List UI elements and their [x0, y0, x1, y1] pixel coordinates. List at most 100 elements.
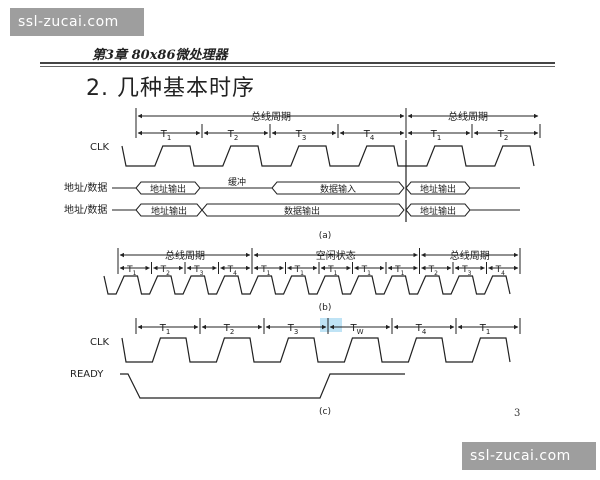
clk-waveform-c	[121, 337, 511, 363]
row1-seg-data-in-a: 数据输入	[320, 183, 356, 195]
state-label-b: T4	[495, 265, 506, 277]
clk-label-c: CLK	[90, 337, 110, 348]
state-label-b: T1	[327, 265, 338, 277]
state-label-c: T3	[287, 323, 299, 336]
state-label-b-base: T	[327, 265, 334, 275]
state-label-b-base: T	[495, 265, 502, 275]
bus-cycle-label-b1: 总线周期	[165, 249, 205, 262]
ready-waveform	[120, 373, 405, 399]
row2-seg-addr-a: 地址输出	[151, 205, 187, 217]
state-label-a: T1	[430, 129, 442, 142]
state-label-b-sub: 1	[133, 270, 137, 277]
state-label-b: T2	[160, 265, 171, 277]
state-label-b-base: T	[361, 265, 368, 275]
state-label-a: T2	[497, 129, 509, 142]
state-label-c-base: T	[415, 323, 423, 334]
ready-label: READY	[70, 369, 104, 380]
state-label-a: T4	[363, 129, 375, 142]
state-label-b: T3	[461, 265, 472, 277]
clk-label-a: CLK	[90, 142, 110, 153]
state-label-a-sub: 1	[167, 134, 171, 142]
state-label-b-sub: 2	[434, 270, 438, 277]
state-label-c-base: T	[223, 323, 231, 334]
state-label-c: TW	[349, 323, 363, 336]
header-rule-thin	[40, 66, 555, 67]
state-label-c-sub: 1	[166, 328, 170, 336]
state-label-b: T2	[428, 265, 439, 277]
state-label-b-sub: 3	[200, 270, 204, 277]
row2-label-a: 地址/数据	[64, 203, 107, 216]
state-label-c-sub: 4	[422, 328, 427, 336]
state-label-b-base: T	[227, 265, 234, 275]
state-label-a: T1	[160, 129, 172, 142]
state-label-a-sub: 3	[302, 134, 306, 142]
state-label-b: T1	[126, 265, 137, 277]
row1-seg-addr-a2: 地址输出	[420, 183, 456, 195]
state-label-a-sub: 4	[370, 134, 375, 142]
row2-seg-data-out-a: 数据输出	[284, 205, 320, 217]
state-label-c-base: T	[159, 323, 167, 334]
state-label-a: T3	[295, 129, 307, 142]
state-label-b-sub: 1	[401, 270, 405, 277]
state-label-c-sub: 2	[230, 328, 234, 336]
state-label-c-base: T	[479, 323, 487, 334]
state-label-b-sub: 2	[166, 270, 170, 277]
state-label-a-base: T	[430, 129, 438, 140]
state-label-b-base: T	[461, 265, 468, 275]
caption-a: (a)	[319, 231, 332, 241]
state-label-c: T1	[159, 323, 171, 336]
clk-waveform-b	[103, 275, 511, 295]
caption-b: (b)	[319, 303, 332, 313]
state-label-b-sub: 1	[367, 270, 371, 277]
state-label-b: T1	[294, 265, 305, 277]
section-title: 2. 几种基本时序	[86, 76, 255, 101]
data-out-segment-a2	[201, 203, 405, 217]
bus-cycle-label-b2: 总线周期	[450, 249, 490, 262]
header-rule	[40, 62, 555, 64]
state-label-b-base: T	[260, 265, 267, 275]
state-label-a-base: T	[295, 129, 303, 140]
state-label-c: T2	[223, 323, 235, 336]
state-label-a-base: T	[227, 129, 235, 140]
idle-state-label-b: 空闲状态	[316, 249, 356, 262]
state-label-a-base: T	[160, 129, 168, 140]
state-label-c-base: T	[287, 323, 295, 334]
tw-highlight	[320, 318, 342, 332]
bus-cycle-label-a: 总线周期	[251, 110, 291, 123]
chapter-header: 第3章 80x86微处理器	[92, 48, 228, 63]
state-label-b-sub: 1	[267, 270, 271, 277]
state-label-b-base: T	[428, 265, 435, 275]
state-label-b-base: T	[126, 265, 133, 275]
state-label-a: T2	[227, 129, 239, 142]
watermark-top: ssl-zucai.com	[10, 8, 144, 36]
state-label-c-sub: 3	[294, 328, 298, 336]
state-label-a-sub: 1	[437, 134, 441, 142]
state-label-b: T1	[260, 265, 271, 277]
state-label-b: T1	[361, 265, 372, 277]
state-label-a-base: T	[363, 129, 371, 140]
state-label-c-base: T	[349, 323, 357, 334]
state-label-c: T1	[479, 323, 491, 336]
state-label-c: T4	[415, 323, 427, 336]
data-in-segment-a1	[271, 181, 405, 195]
state-label-b-sub: 1	[300, 270, 304, 277]
state-label-b-base: T	[294, 265, 301, 275]
watermark-bottom: ssl-zucai.com	[462, 442, 596, 470]
page-number: 3	[514, 408, 521, 419]
state-label-b-base: T	[394, 265, 401, 275]
state-label-b-sub: 3	[468, 270, 472, 277]
row1-seg-addr-a: 地址输出	[150, 183, 186, 195]
bus-cycle-label-a2: 总线周期	[448, 110, 488, 123]
state-label-c-sub: W	[357, 328, 364, 336]
state-label-b: T3	[193, 265, 204, 277]
state-label-a-base: T	[497, 129, 505, 140]
state-label-b: T4	[227, 265, 238, 277]
row1-label-a: 地址/数据	[64, 181, 107, 194]
state-label-b: T1	[394, 265, 405, 277]
state-label-b-sub: 4	[233, 270, 237, 277]
caption-c: (c)	[319, 407, 331, 417]
